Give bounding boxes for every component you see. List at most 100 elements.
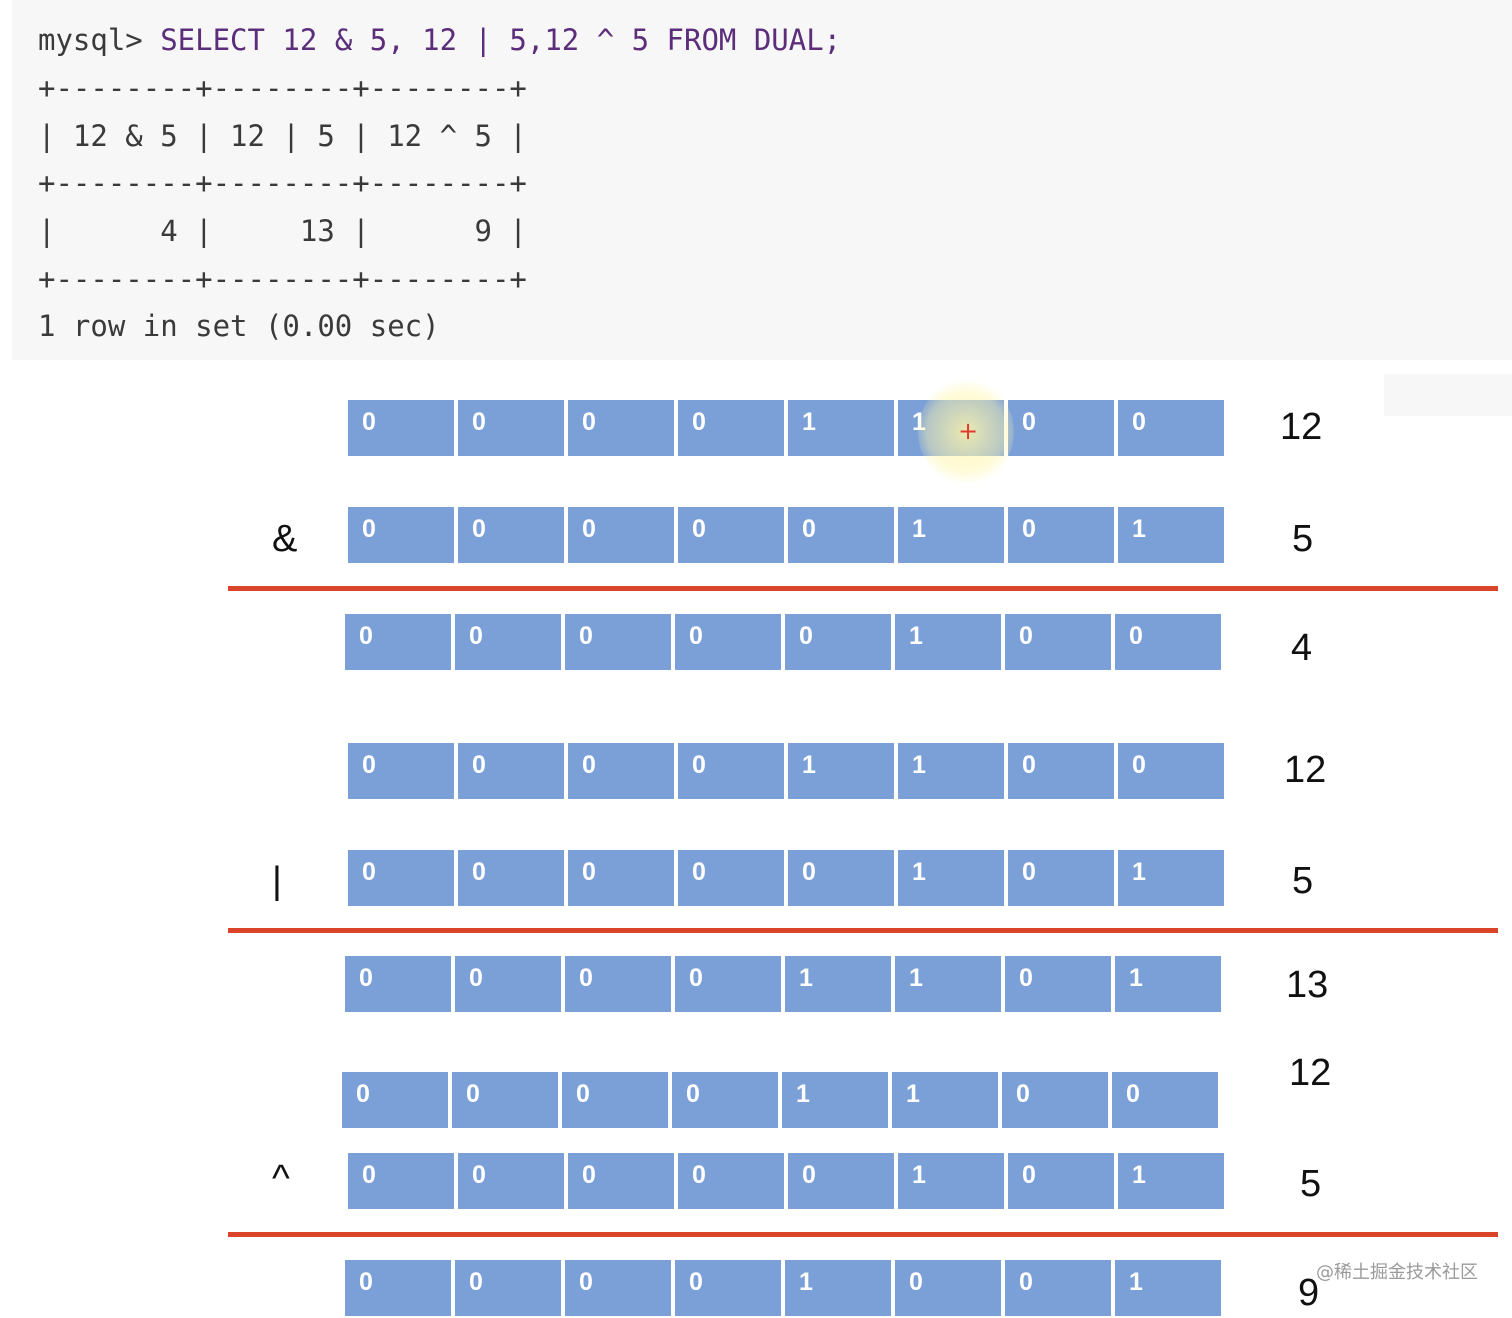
bit-cell: 1 — [788, 400, 894, 456]
bit-cell: 0 — [568, 850, 674, 906]
bit-cell: 1 — [1115, 1260, 1221, 1316]
bit-cell: 0 — [455, 614, 561, 670]
bit-cell: 1 — [898, 507, 1004, 563]
table-border-top: +--------+--------+--------+ — [38, 71, 527, 105]
bit-cell: 0 — [1005, 614, 1111, 670]
and-result-rule — [228, 586, 1498, 591]
bit-cell: 0 — [348, 507, 454, 563]
decimal-value-label: 13 — [1286, 964, 1329, 1006]
bit-cell: 0 — [788, 1153, 894, 1209]
bit-cell: 0 — [345, 614, 451, 670]
bit-cell: 0 — [562, 1072, 668, 1128]
bit-cell: 0 — [452, 1072, 558, 1128]
decimal-value-label: 5 — [1292, 860, 1314, 902]
bit-cell: 0 — [565, 956, 671, 1012]
bit-cell: 1 — [1118, 850, 1224, 906]
bit-cell: 0 — [1008, 400, 1114, 456]
bit-cell: 0 — [455, 1260, 561, 1316]
sql-query: SELECT 12 & 5, 12 | 5,12 ^ 5 FROM DUAL; — [160, 23, 842, 57]
cursor-highlight — [918, 380, 1014, 484]
bit-cell: 1 — [785, 1260, 891, 1316]
decimal-value-label: 4 — [1291, 627, 1313, 669]
prompt: mysql> — [38, 23, 161, 57]
xor-result-rule — [228, 1232, 1498, 1237]
bit-cell: 0 — [568, 507, 674, 563]
bit-cell: 0 — [895, 1260, 1001, 1316]
decimal-value-label: 5 — [1292, 518, 1314, 560]
bit-cell: 0 — [345, 1260, 451, 1316]
bit-cell: 0 — [342, 1072, 448, 1128]
bit-cell: 1 — [898, 850, 1004, 906]
bit-cell: 0 — [1005, 956, 1111, 1012]
bit-cell: 0 — [678, 1153, 784, 1209]
bit-cell: 1 — [788, 743, 894, 799]
bit-cell: 0 — [785, 614, 891, 670]
decimal-value-label: 12 — [1284, 749, 1327, 791]
table-border-bottom: +--------+--------+--------+ — [38, 262, 527, 296]
query-line: mysql> SELECT 12 & 5, 12 | 5,12 ^ 5 FROM… — [38, 20, 841, 60]
bit-cell: 1 — [898, 1153, 1004, 1209]
terminal-output: mysql> SELECT 12 & 5, 12 | 5,12 ^ 5 FROM… — [12, 0, 1512, 360]
bit-cell: 0 — [458, 850, 564, 906]
side-tab — [1384, 374, 1512, 416]
bit-cell: 0 — [1008, 507, 1114, 563]
bit-cell: 0 — [788, 850, 894, 906]
table-result-row: | 4 | 13 | 9 | — [38, 214, 527, 248]
table-header: | 12 & 5 | 12 | 5 | 12 ^ 5 | — [38, 119, 527, 153]
decimal-value-label: 9 — [1298, 1272, 1320, 1314]
watermark: @稀土掘金技术社区 — [1316, 1262, 1478, 1283]
bit-cell: 1 — [1118, 1153, 1224, 1209]
or-result-rule — [228, 928, 1498, 933]
bit-cell: 1 — [1115, 956, 1221, 1012]
bit-cell: 1 — [895, 614, 1001, 670]
bit-cell: 0 — [1008, 850, 1114, 906]
bit-cell: 1 — [785, 956, 891, 1012]
bit-cell: 1 — [782, 1072, 888, 1128]
bit-cell: 0 — [458, 1153, 564, 1209]
bit-cell: 0 — [1118, 743, 1224, 799]
bit-cell: 0 — [675, 956, 781, 1012]
bit-cell: 0 — [458, 743, 564, 799]
table-border-middle: +--------+--------+--------+ — [38, 166, 527, 200]
bit-cell: 0 — [1115, 614, 1221, 670]
bit-cell: 0 — [348, 743, 454, 799]
bit-cell: 0 — [348, 400, 454, 456]
bit-cell: 0 — [565, 1260, 671, 1316]
bit-cell: 1 — [1118, 507, 1224, 563]
bit-cell: 0 — [1112, 1072, 1218, 1128]
bit-cell: 1 — [898, 743, 1004, 799]
bit-cell: 0 — [678, 400, 784, 456]
bit-cell: 0 — [565, 614, 671, 670]
bit-cell: 0 — [348, 850, 454, 906]
decimal-value-label: 5 — [1300, 1163, 1322, 1205]
bit-cell: 0 — [672, 1072, 778, 1128]
bit-cell: 0 — [788, 507, 894, 563]
bit-cell: 0 — [678, 743, 784, 799]
bit-cell: 0 — [458, 507, 564, 563]
decimal-value-label: 12 — [1289, 1052, 1332, 1094]
bit-cell: 0 — [455, 956, 561, 1012]
bit-cell: 0 — [568, 1153, 674, 1209]
cursor-icon: + — [958, 417, 979, 445]
bit-cell: 0 — [348, 1153, 454, 1209]
xor-operator: ^ — [272, 1158, 290, 1200]
bit-cell: 0 — [1008, 1153, 1114, 1209]
bit-cell: 0 — [568, 743, 674, 799]
and-operator: & — [272, 518, 298, 560]
bit-cell: 0 — [675, 1260, 781, 1316]
bit-cell: 0 — [1002, 1072, 1108, 1128]
bit-cell: 0 — [678, 507, 784, 563]
bit-cell: 1 — [895, 956, 1001, 1012]
bit-cell: 0 — [678, 850, 784, 906]
bit-cell: 0 — [458, 400, 564, 456]
bit-cell: 1 — [892, 1072, 998, 1128]
bit-cell: 0 — [1118, 400, 1224, 456]
bit-cell: 0 — [1008, 743, 1114, 799]
decimal-value-label: 12 — [1280, 406, 1323, 448]
bit-cell: 0 — [675, 614, 781, 670]
result-summary: 1 row in set (0.00 sec) — [38, 309, 440, 343]
or-operator: | — [272, 860, 282, 902]
bit-cell: 0 — [1005, 1260, 1111, 1316]
bit-cell: 0 — [568, 400, 674, 456]
